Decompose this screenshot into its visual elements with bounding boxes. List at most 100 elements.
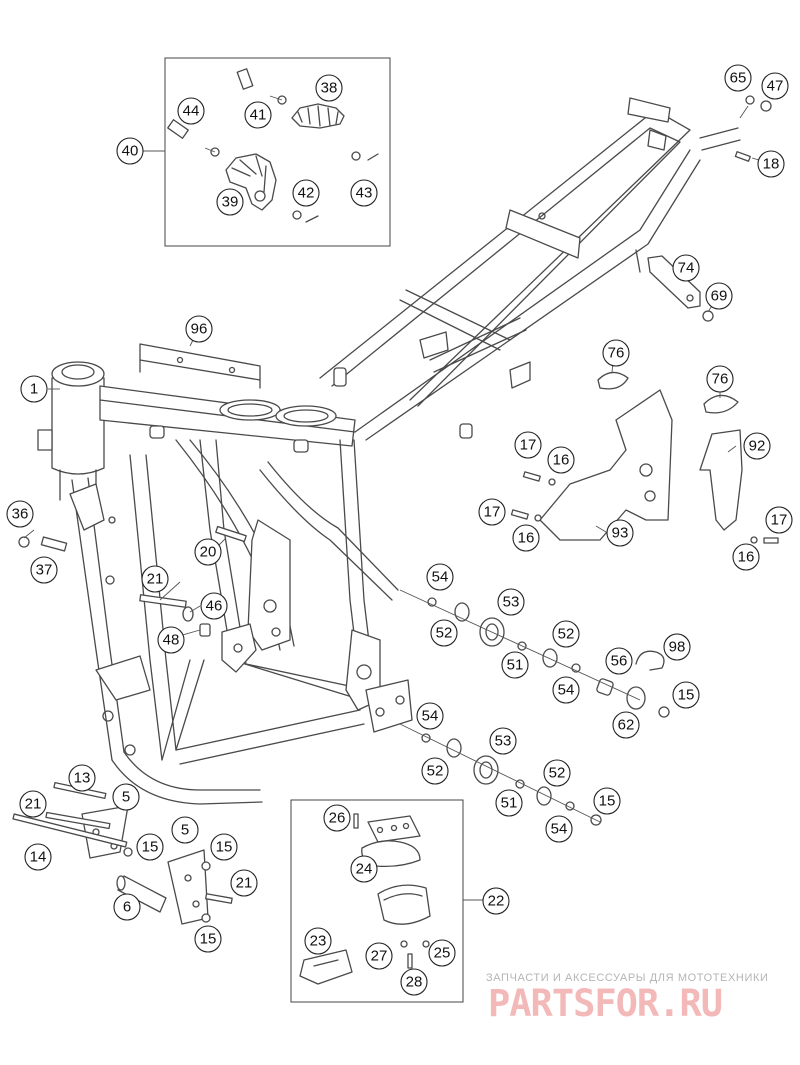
leader-lines [23, 105, 767, 639]
svg-text:15: 15 [599, 793, 616, 810]
callout-98: 98 [663, 633, 691, 661]
svg-text:53: 53 [495, 733, 512, 750]
callout-26: 26 [323, 804, 351, 832]
svg-text:15: 15 [200, 931, 217, 948]
svg-text:28: 28 [406, 974, 423, 991]
svg-text:54: 54 [422, 708, 439, 725]
svg-text:16: 16 [553, 452, 570, 469]
svg-text:24: 24 [356, 861, 373, 878]
callout-16a: 16 [547, 446, 575, 474]
svg-text:15: 15 [678, 687, 695, 704]
svg-text:26: 26 [329, 810, 346, 827]
svg-text:20: 20 [200, 544, 217, 561]
callout-13: 13 [68, 764, 96, 792]
svg-text:47: 47 [767, 78, 784, 95]
callout-15a: 15 [672, 681, 700, 709]
callout-5a: 5 [112, 783, 140, 811]
callout-15e: 15 [194, 925, 222, 953]
watermark-logo: PARTSFOR.RU [488, 982, 723, 1025]
svg-text:69: 69 [711, 288, 728, 305]
svg-text:74: 74 [678, 260, 695, 277]
callout-15b: 15 [593, 787, 621, 815]
svg-text:21: 21 [25, 796, 42, 813]
callout-43: 43 [350, 179, 378, 207]
svg-text:23: 23 [310, 933, 327, 950]
svg-text:51: 51 [507, 657, 524, 674]
callout-21a: 21 [141, 565, 169, 593]
callout-74: 74 [672, 254, 700, 282]
svg-text:5: 5 [181, 822, 189, 839]
svg-text:56: 56 [611, 653, 628, 670]
callout-27: 27 [365, 942, 393, 970]
svg-text:54: 54 [432, 569, 449, 586]
callout-39: 39 [216, 188, 244, 216]
callout-16b: 16 [512, 524, 540, 552]
callout-17c: 17 [765, 506, 793, 534]
callout-54b: 54 [552, 676, 580, 704]
callout-28: 28 [400, 968, 428, 996]
callout-92: 92 [743, 432, 771, 460]
callout-48: 48 [157, 626, 185, 654]
callout-36: 36 [6, 500, 34, 528]
svg-text:17: 17 [520, 437, 537, 454]
callout-15d: 15 [210, 833, 238, 861]
callout-52a: 52 [430, 619, 458, 647]
callout-17a: 17 [514, 431, 542, 459]
svg-text:42: 42 [298, 185, 315, 202]
callout-21b: 21 [19, 790, 47, 818]
callout-21c: 21 [230, 869, 258, 897]
callout-65: 65 [724, 64, 752, 92]
callout-22: 22 [482, 887, 510, 915]
svg-text:44: 44 [183, 103, 200, 120]
svg-text:38: 38 [321, 80, 338, 97]
callout-53b: 53 [489, 727, 517, 755]
svg-text:21: 21 [147, 571, 164, 588]
svg-text:39: 39 [222, 194, 239, 211]
svg-text:54: 54 [558, 682, 575, 699]
callout-93: 93 [606, 519, 634, 547]
svg-text:46: 46 [206, 598, 223, 615]
svg-text:21: 21 [236, 875, 253, 892]
svg-text:18: 18 [763, 156, 780, 173]
svg-text:16: 16 [518, 530, 535, 547]
svg-text:6: 6 [123, 899, 131, 916]
callout-51b: 51 [495, 789, 523, 817]
svg-text:15: 15 [216, 839, 233, 856]
airbox-inset-box [290, 799, 490, 1003]
callout-18: 18 [757, 150, 785, 178]
svg-text:1: 1 [30, 381, 38, 398]
svg-text:5: 5 [122, 789, 130, 806]
main-frame [37, 97, 741, 805]
callout-54a: 54 [426, 563, 454, 591]
svg-text:15: 15 [142, 839, 159, 856]
svg-text:13: 13 [74, 770, 91, 787]
svg-text:76: 76 [608, 345, 625, 362]
callout-52b: 52 [552, 620, 580, 648]
callout-52d: 52 [543, 759, 571, 787]
svg-text:62: 62 [618, 717, 635, 734]
callout-37: 37 [30, 556, 58, 584]
svg-text:16: 16 [738, 549, 755, 566]
callout-53a: 53 [497, 588, 525, 616]
svg-text:54: 54 [551, 821, 568, 838]
footrest-inset-box [143, 57, 391, 247]
callout-76a: 76 [602, 339, 630, 367]
callout-41: 41 [244, 101, 272, 129]
callout-24: 24 [350, 855, 378, 883]
svg-text:76: 76 [712, 371, 729, 388]
callout-46: 46 [200, 592, 228, 620]
svg-text:17: 17 [484, 504, 501, 521]
callout-25: 25 [428, 939, 456, 967]
callout-40: 40 [116, 137, 144, 165]
callout-16c: 16 [732, 543, 760, 571]
callout-54c: 54 [416, 702, 444, 730]
callout-51a: 51 [501, 651, 529, 679]
callout-42: 42 [292, 179, 320, 207]
watermark-tagline: ЗАПЧАСТИ И АКСЕССУАРЫ ДЛЯ МОТОТЕХНИКИ [486, 972, 769, 984]
svg-text:41: 41 [250, 107, 267, 124]
callout-44: 44 [177, 97, 205, 125]
svg-text:52: 52 [549, 765, 566, 782]
svg-text:22: 22 [488, 893, 505, 910]
callout-52c: 52 [421, 757, 449, 785]
